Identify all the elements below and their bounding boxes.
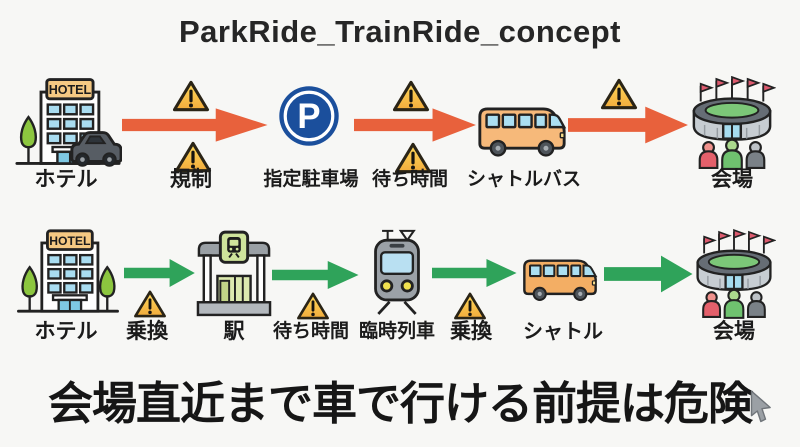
parking-letter-text: P — [297, 98, 320, 136]
train-route-arrow-2 — [272, 261, 359, 289]
train-route-venue-label: 会場 — [713, 320, 755, 343]
train-station-icon — [196, 230, 272, 317]
car-route-hotel-label: ホテル — [34, 168, 98, 191]
stadium-icon — [692, 76, 776, 170]
hotel-icon: HOTEL — [17, 229, 119, 313]
train-route-arrow-4 — [604, 255, 693, 293]
warning-icon — [134, 290, 166, 318]
train-route-special-train-label: 臨時列車 — [358, 321, 435, 342]
car-route-restriction-label: 規制 — [170, 168, 212, 191]
train-route-arrow-1 — [124, 259, 195, 287]
stadium-icon — [696, 228, 776, 319]
car-route-venue-label: 会場 — [711, 168, 753, 191]
car-route-arrow-1 — [122, 108, 268, 142]
car-route-shuttle-bus-label: シャトルバス — [466, 169, 581, 190]
train-route-arrow-3 — [432, 259, 517, 287]
train-route-hotel-label: ホテル — [34, 320, 98, 343]
car-route-arrow-3 — [568, 106, 688, 144]
warning-icon — [454, 292, 486, 320]
hotel-sign-text: HOTEL — [49, 83, 92, 97]
parking-icon: P — [279, 86, 339, 146]
warning-icon — [394, 142, 432, 174]
train-icon — [374, 229, 420, 315]
warning-icon — [174, 141, 212, 173]
warning-icon — [172, 80, 210, 112]
shuttle-bus-icon — [478, 107, 567, 157]
train-route-shuttle-label: シャトル — [523, 321, 603, 343]
train-route-wait-label: 待ち時間 — [272, 321, 349, 342]
train-route-transfer1-label: 乗換 — [126, 320, 168, 343]
train-route-station-label: 駅 — [223, 320, 245, 343]
warning-icon — [297, 292, 329, 320]
car-route-parking-label: 指定駐車場 — [263, 169, 359, 190]
hotel-sign-text: HOTEL — [49, 234, 91, 248]
car-route-wait-label: 待ち時間 — [371, 169, 448, 190]
warning-icon — [600, 78, 638, 110]
train-route-transfer2-label: 乗換 — [450, 320, 492, 343]
mouse-cursor-icon — [750, 390, 771, 423]
shuttle-bus-icon — [523, 259, 598, 301]
car-route-arrow-2 — [354, 108, 476, 142]
diagram-title: ParkRide_TrainRide_concept — [179, 14, 621, 49]
warning-icon — [392, 80, 430, 112]
hotel-with-car-icon: HOTEL — [15, 78, 122, 167]
bottom-warning-headline: 会場直近まで車で行ける前提は危険 — [47, 378, 753, 429]
